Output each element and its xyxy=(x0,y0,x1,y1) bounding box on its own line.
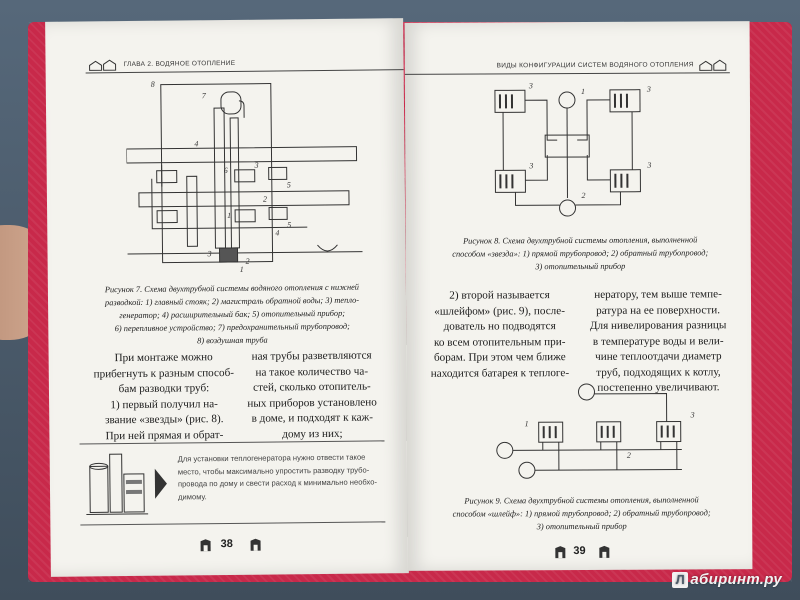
fig8-label: 3 xyxy=(646,85,651,94)
fig9-label: 1 xyxy=(525,419,529,428)
footer-ornament-icon xyxy=(555,546,566,559)
watermark-text: абиринт.ру xyxy=(690,571,782,588)
figure-7-diagram: 8 7 6 5 4 3 2 1 5 4 3 2 1 xyxy=(125,80,363,274)
tip-arrow-icon xyxy=(154,468,168,499)
fig7-label: 4 xyxy=(194,139,198,148)
fig7-label: 2 xyxy=(246,257,250,266)
fig7-label: 5 xyxy=(287,220,291,229)
fig8-label: 3 xyxy=(528,81,533,90)
fig7-label: 8 xyxy=(151,80,155,89)
left-body-col-1: При монтаже можно прибегнуть к разным сп… xyxy=(93,351,235,442)
fig7-label: 3 xyxy=(206,249,211,258)
fig7-label: 4 xyxy=(275,228,279,237)
figure-7-caption: Рисунок 7. Схема двухтрубной системы вод… xyxy=(104,282,360,346)
fig7-label: 7 xyxy=(202,91,207,100)
fig7-label: 5 xyxy=(287,180,291,189)
left-header-text: ГЛАВА 2. ВОДЯНОЕ ОТОПЛЕНИЕ xyxy=(123,59,236,69)
fig7-label: 2 xyxy=(263,195,267,204)
fig9-label: 3 xyxy=(690,410,695,419)
house-icon xyxy=(699,59,727,71)
house-icon xyxy=(89,59,117,71)
fig9-label: 2 xyxy=(627,451,631,460)
figure-9-diagram: 1 2 3 xyxy=(496,383,695,479)
right-header-text: ВИДЫ КОНФИГУРАЦИИ СИСТЕМ ВОДЯНОГО ОТОПЛЕ… xyxy=(496,61,694,70)
left-page-number: 38 xyxy=(220,537,233,551)
right-page-number: 39 xyxy=(573,544,586,558)
tip-text: Для установки теплогенератора нужно отве… xyxy=(177,452,378,502)
right-running-header: ВИДЫ КОНФИГУРАЦИИ СИСТЕМ ВОДЯНОГО ОТОПЛЕ… xyxy=(404,59,730,75)
fig8-label: 3 xyxy=(528,161,533,170)
footer-ornament-icon xyxy=(250,538,261,551)
labirint-logo-icon: Л xyxy=(672,572,689,588)
heat-generator-illustration xyxy=(86,453,149,515)
left-body-col-2: ная трубы разветвляются на такое количес… xyxy=(247,349,377,440)
tip-box: Для установки теплогенератора нужно отве… xyxy=(79,440,386,526)
figure-8-caption: Рисунок 8. Схема двухтрубной системы ото… xyxy=(452,235,709,272)
right-body-col-1: 2) второй называется «шлейфом» (рис. 9),… xyxy=(430,289,570,380)
footer-ornament-icon xyxy=(200,539,211,552)
fig7-label: 1 xyxy=(240,265,244,274)
fig8-label: 3 xyxy=(646,161,651,170)
left-running-header: ГЛАВА 2. ВОДЯНОЕ ОТОПЛЕНИЕ xyxy=(85,58,404,74)
left-page: ГЛАВА 2. ВОДЯНОЕ ОТОПЛЕНИЕ xyxy=(45,18,409,577)
fig8-label: 2 xyxy=(581,191,585,200)
fig7-label: 3 xyxy=(254,161,259,170)
fig7-label: 6 xyxy=(224,166,228,175)
figure-8-diagram: 3 3 1 2 3 3 xyxy=(494,81,651,217)
figure-9-caption: Рисунок 9. Схема двухтрубной системы ото… xyxy=(452,495,711,532)
footer-ornament-icon xyxy=(599,545,610,558)
fig7-label: 1 xyxy=(227,211,231,220)
fig8-label: 1 xyxy=(581,87,585,96)
right-page: ВИДЫ КОНФИГУРАЦИИ СИСТЕМ ВОДЯНОГО ОТОПЛЕ… xyxy=(404,21,753,571)
right-body-col-2: нератору, тем выше темпе- ратура на ее п… xyxy=(589,288,727,394)
